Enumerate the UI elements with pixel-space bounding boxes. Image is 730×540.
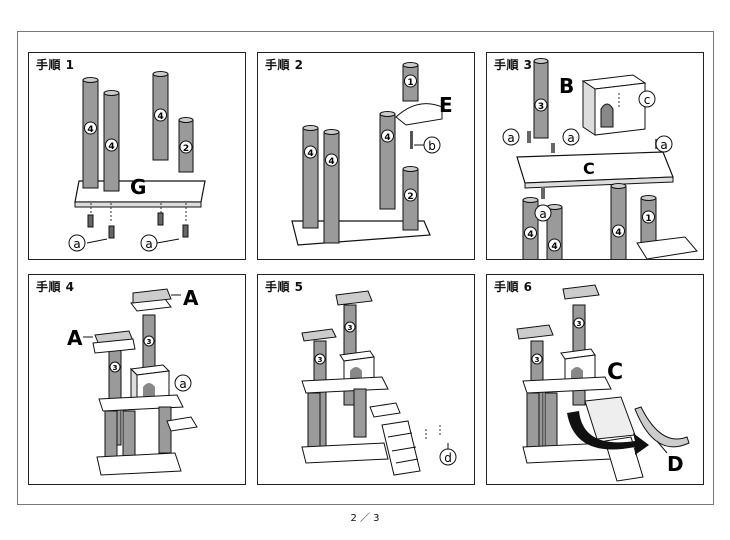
step-title: 手順 3	[494, 58, 533, 72]
screw-a-label-1: a	[68, 234, 86, 252]
post-2: 2	[402, 166, 419, 231]
svg-text:d: d	[444, 451, 452, 465]
post-4-right: 4	[610, 183, 627, 259]
svg-text:b: b	[428, 139, 436, 153]
post-4-left: 4	[522, 197, 539, 259]
svg-text:3: 3	[538, 102, 544, 112]
post-4-middle: 4	[103, 90, 120, 192]
post-1: 1	[402, 62, 419, 102]
part-c-label: C	[583, 159, 595, 178]
svg-text:3: 3	[577, 320, 582, 328]
screw-b-label: b	[423, 136, 441, 154]
step-title: 手順 6	[494, 280, 533, 294]
page-number: 2 ／ 3	[350, 513, 380, 524]
svg-text:4: 4	[551, 242, 557, 252]
post-4-right: 4	[379, 111, 396, 210]
screw-a-label-3: a	[655, 135, 673, 153]
screw-a-label-2: a	[562, 128, 580, 146]
svg-text:1: 1	[407, 78, 413, 88]
post-1: 1	[640, 195, 657, 244]
step-title: 手順 5	[265, 280, 304, 294]
svg-text:3: 3	[113, 364, 118, 372]
post-4-middle: 4	[546, 204, 563, 259]
part-c-label: C	[607, 360, 623, 385]
svg-text:a: a	[507, 131, 514, 145]
screw-c-label: c	[638, 90, 656, 108]
svg-text:a: a	[567, 131, 574, 145]
part-b-label: B	[559, 74, 574, 98]
svg-text:1: 1	[645, 214, 651, 224]
part-e-label: E	[439, 93, 453, 117]
step-3-panel: 手順 3 3 B c C a a	[486, 52, 704, 260]
post-2: 2	[178, 117, 194, 173]
svg-text:4: 4	[307, 149, 313, 159]
svg-text:2: 2	[407, 192, 413, 202]
svg-text:a: a	[179, 377, 186, 391]
svg-text:4: 4	[328, 157, 334, 167]
svg-text:4: 4	[108, 142, 114, 152]
step-1-panel: 手順 1 4 4 4 2	[28, 52, 246, 260]
screw-a-label-1: a	[502, 128, 520, 146]
step-5-panel: 手順 5 3 3 d	[257, 274, 475, 485]
part-g-label: G	[130, 175, 146, 199]
svg-text:3: 3	[535, 356, 540, 364]
step-2-panel: 手順 2 4 4 4 2	[257, 52, 475, 260]
svg-text:3: 3	[348, 324, 353, 332]
post-4-left: 4	[82, 77, 99, 189]
svg-text:a: a	[145, 237, 152, 251]
svg-text:3: 3	[318, 356, 323, 364]
screw-a-label-4: a	[534, 204, 552, 222]
step-title: 手順 4	[36, 280, 75, 294]
post-4-left: 4	[302, 125, 319, 229]
step-title: 手順 2	[265, 58, 304, 72]
screw-a-label: a	[174, 374, 192, 392]
svg-text:a: a	[660, 138, 667, 152]
step-title: 手順 1	[36, 58, 75, 72]
step-4-illustration: 3 A 3 A a	[67, 286, 199, 476]
step-4-panel: 手順 4 3 A 3 A a	[28, 274, 246, 485]
step-3-illustration: 3 B c C a a a	[502, 58, 698, 259]
step-1-illustration: 4 4 4 2	[68, 71, 206, 252]
post-3: 3	[533, 58, 549, 139]
part-a-label-left: A	[67, 326, 83, 350]
svg-text:4: 4	[157, 112, 163, 122]
svg-text:4: 4	[615, 228, 621, 238]
instruction-frame	[17, 31, 714, 505]
step-5-illustration: 3 3 d	[301, 290, 457, 476]
svg-text:c: c	[644, 93, 651, 107]
step-6-illustration: 3 3 C D	[516, 284, 690, 482]
part-d-label: D	[667, 452, 684, 476]
post-4-middle: 4	[323, 129, 340, 244]
svg-text:2: 2	[183, 144, 189, 154]
svg-text:a: a	[539, 207, 546, 221]
svg-text:4: 4	[527, 230, 533, 240]
part-a-label-top: A	[183, 286, 199, 310]
screw-d-label: d	[439, 448, 457, 466]
svg-text:4: 4	[87, 125, 93, 135]
svg-text:3: 3	[147, 338, 152, 346]
post-4-right: 4	[152, 71, 169, 161]
step-6-panel: 手順 6 3 3 C D	[486, 274, 704, 485]
svg-text:4: 4	[384, 133, 390, 143]
svg-text:a: a	[73, 237, 80, 251]
screw-a-label-2: a	[140, 234, 158, 252]
step-2-illustration: 4 4 4 2 1	[291, 62, 453, 246]
